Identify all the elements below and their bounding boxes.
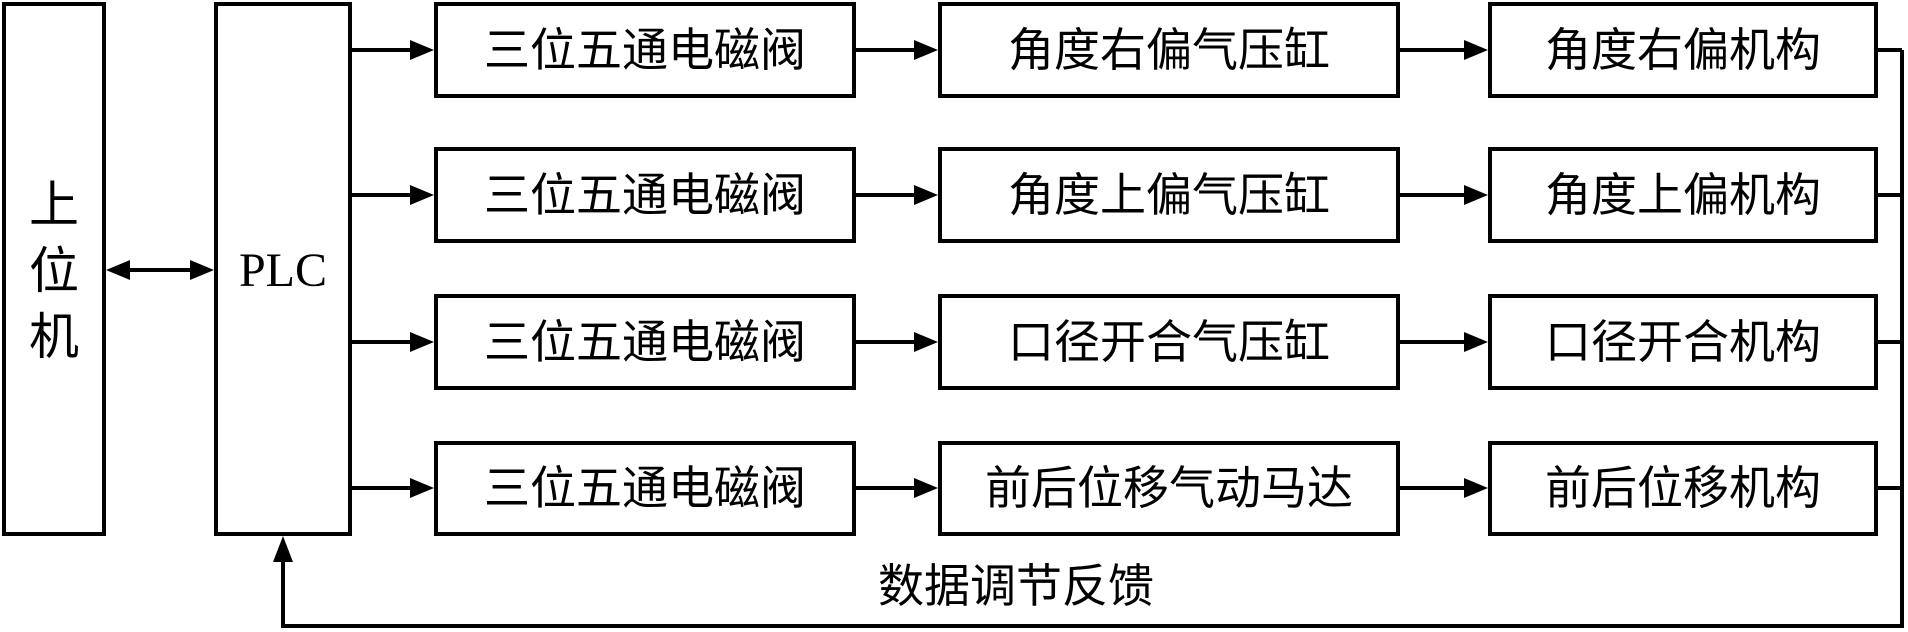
actuator-3-label: 口径开合气压缸: [1008, 315, 1330, 369]
plc-block: [214, 2, 352, 536]
actuator-1-label: 角度右偏气压缸: [1008, 23, 1330, 77]
valve-3-label: 三位五通电磁阀: [484, 315, 806, 369]
actuator-3-to-mechanism-3-arrowhead: [1464, 332, 1488, 352]
row-4: 三位五通电磁阀 前后位移气动马达 前后位移机构: [350, 441, 1902, 536]
actuator-4-block: [938, 441, 1400, 536]
plc-to-valve-1-arrowhead: [410, 40, 434, 60]
mechanism-2-block: [1488, 147, 1878, 243]
actuator-4-to-mechanism-4-arrowhead: [1464, 478, 1488, 498]
row-3: 三位五通电磁阀 口径开合气压缸 口径开合机构: [350, 294, 1902, 390]
plc-to-valve-3-arrowhead: [410, 332, 434, 352]
valve-1-label: 三位五通电磁阀: [484, 23, 806, 77]
actuator-2-label: 角度上偏气压缸: [1008, 168, 1330, 222]
mechanism-2-label: 角度上偏机构: [1545, 168, 1821, 222]
valve-4-label: 三位五通电磁阀: [484, 461, 806, 515]
host-computer-char-3: 机: [29, 308, 79, 366]
feedback-path: [281, 50, 1904, 628]
plc-to-valve-2-arrowhead: [410, 185, 434, 205]
valve-2-to-actuator-2-arrowhead: [914, 185, 938, 205]
valve-3-block: [434, 294, 856, 390]
actuator-1-to-mechanism-1-arrowhead: [1464, 40, 1488, 60]
host-computer-char-2: 位: [29, 242, 79, 300]
row-2: 三位五通电磁阀 角度上偏气压缸 角度上偏机构: [350, 147, 1902, 243]
valve-2-block: [434, 147, 856, 243]
actuator-1-block: [938, 2, 1400, 98]
host-computer-block: [2, 2, 106, 536]
row-1: 三位五通电磁阀 角度右偏气压缸 角度右偏机构: [350, 2, 1902, 98]
valve-3-to-actuator-3-arrowhead: [914, 332, 938, 352]
mechanism-4-label: 前后位移机构: [1545, 461, 1821, 515]
actuator-4-label: 前后位移气动马达: [985, 461, 1353, 515]
feedback-loop: 数据调节反馈: [273, 50, 1904, 628]
mechanism-1-label: 角度右偏机构: [1545, 23, 1821, 77]
mechanism-4-block: [1488, 441, 1878, 536]
plc-to-valve-4-arrowhead: [410, 478, 434, 498]
valve-2-label: 三位五通电磁阀: [484, 168, 806, 222]
valve-4-to-actuator-4-arrowhead: [914, 478, 938, 498]
valve-1-to-actuator-1-arrowhead: [914, 40, 938, 60]
mechanism-3-label: 口径开合机构: [1545, 315, 1821, 369]
valve-4-block: [434, 441, 856, 536]
host-computer-char-1: 上: [29, 176, 79, 234]
feedback-arrowhead: [273, 536, 293, 562]
actuator-2-to-mechanism-2-arrowhead: [1464, 185, 1488, 205]
valve-1-block: [434, 2, 856, 98]
mechanism-3-block: [1488, 294, 1878, 390]
plc-label: PLC: [239, 244, 327, 297]
host-plc-bidirectional-arrow: [106, 260, 214, 280]
feedback-label: 数据调节反馈: [878, 559, 1154, 613]
